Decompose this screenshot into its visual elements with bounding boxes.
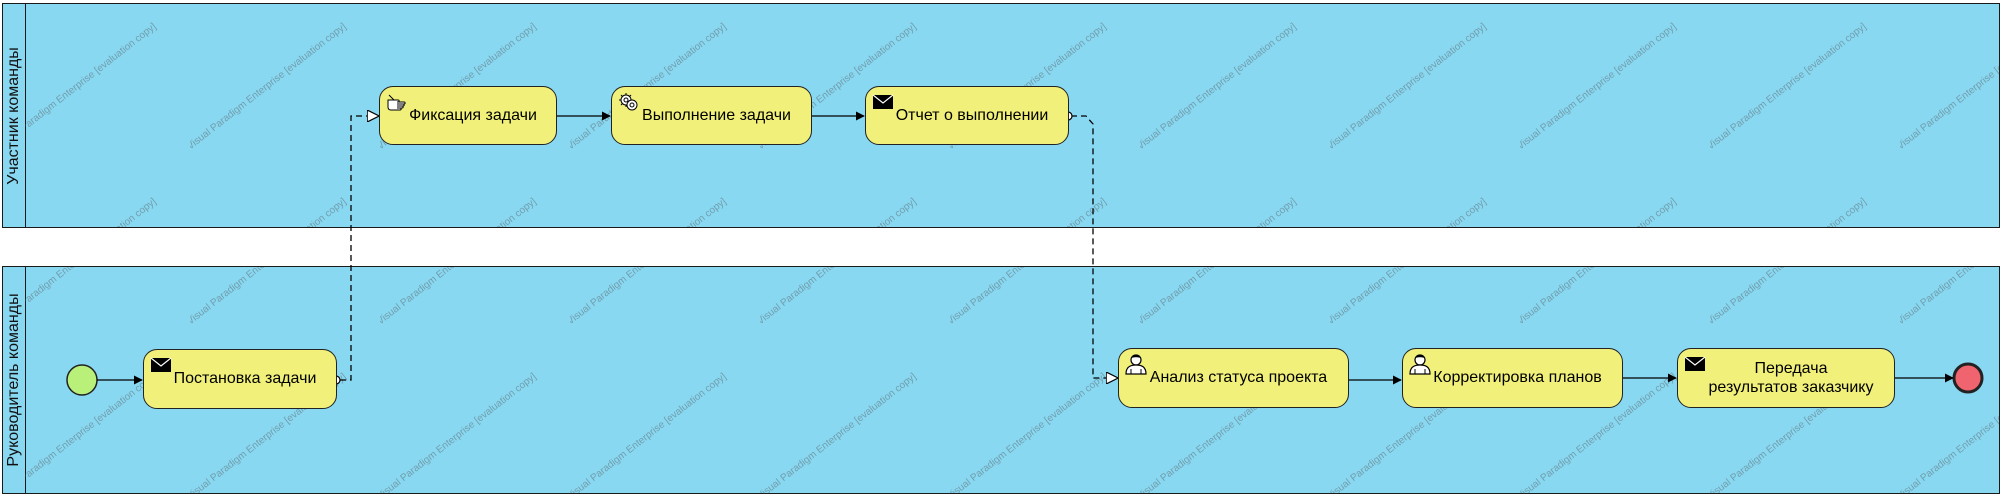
service-task-icon bbox=[619, 93, 638, 111]
task-analyze[interactable]: Анализ статуса проекта bbox=[1118, 348, 1349, 408]
task-deliver[interactable]: Передача результатов заказчику bbox=[1677, 348, 1895, 408]
task-adjust[interactable]: Корректировка планов bbox=[1402, 348, 1623, 408]
task-label: Корректировка планов bbox=[1433, 369, 1602, 387]
manual-task-icon bbox=[387, 94, 406, 111]
task-assign[interactable]: Постановка задачи bbox=[143, 349, 337, 409]
task-label: Отчет о выполнении bbox=[895, 106, 1049, 124]
task-label: Выполнение задачи bbox=[642, 106, 791, 124]
task-do[interactable]: Выполнение задачи bbox=[611, 86, 812, 145]
task-label-line: Передача bbox=[1754, 359, 1828, 377]
user-task-icon bbox=[1125, 354, 1147, 375]
task-label-line: результатов заказчику bbox=[1708, 379, 1874, 396]
message-flow-report-to-analyze[interactable] bbox=[1071, 115, 1117, 378]
message-flow-assign-to-fix[interactable] bbox=[340, 116, 378, 381]
task-report[interactable]: Отчет о выполнении bbox=[865, 86, 1069, 145]
task-fix[interactable]: Фиксация задачи bbox=[379, 86, 557, 145]
task-label: Постановка задачи bbox=[173, 370, 317, 388]
send-message-icon bbox=[150, 357, 172, 372]
task-label: Фиксация задачи bbox=[409, 106, 537, 124]
user-task-icon bbox=[1409, 354, 1431, 375]
end-event[interactable] bbox=[1952, 362, 1984, 394]
start-event[interactable] bbox=[66, 364, 98, 396]
send-message-icon bbox=[1684, 356, 1706, 371]
task-label: Анализ статуса проекта bbox=[1149, 369, 1328, 387]
send-message-icon bbox=[872, 94, 894, 109]
task-label-multiline: Передача результатов заказчику bbox=[1699, 359, 1874, 397]
